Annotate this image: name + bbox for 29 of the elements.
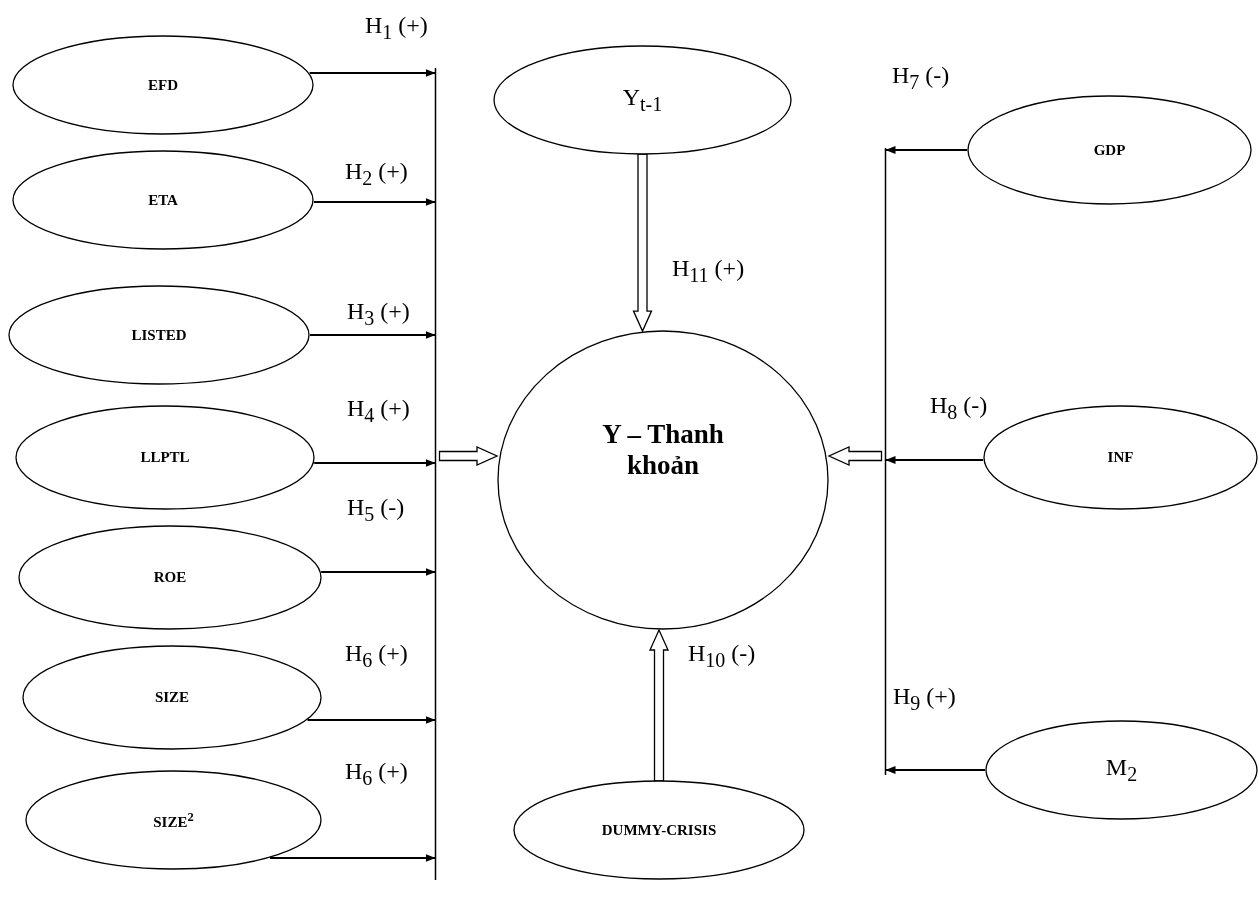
variable-label: DUMMY-CRISIS (601, 821, 717, 839)
hollow-arrow (632, 153, 653, 333)
arrow (884, 766, 986, 774)
arrow (306, 716, 437, 724)
arrow (320, 568, 437, 576)
arrow (308, 69, 437, 77)
arrow (884, 456, 985, 464)
variable-label: EFD (148, 76, 178, 94)
variable-label: ROE (153, 569, 187, 586)
arrow (313, 459, 437, 467)
arrow (309, 331, 437, 339)
variable-label: Y – Thanh khoản (601, 419, 725, 481)
variable-label: Y$_{t-1}$ (621, 84, 664, 116)
variable-label: GDP (1093, 141, 1126, 159)
variable-label: ETA (148, 191, 178, 209)
variable-label: INF (1107, 449, 1134, 466)
vertical-bar (884, 148, 887, 775)
arrow (269, 854, 437, 862)
variable-label: M$_{2}$ (1104, 754, 1139, 786)
variable-label: LISTED (131, 326, 187, 344)
variable-label: SIZE$^{2}$ (153, 809, 194, 831)
arrow (312, 198, 437, 206)
variable-label: LLPTL (140, 449, 190, 466)
hollow-arrow (649, 628, 669, 782)
variable-label: SIZE (154, 689, 190, 706)
vertical-bar (434, 68, 437, 880)
hollow-arrow (827, 446, 883, 466)
hollow-arrow (438, 446, 499, 466)
arrow (884, 146, 968, 154)
